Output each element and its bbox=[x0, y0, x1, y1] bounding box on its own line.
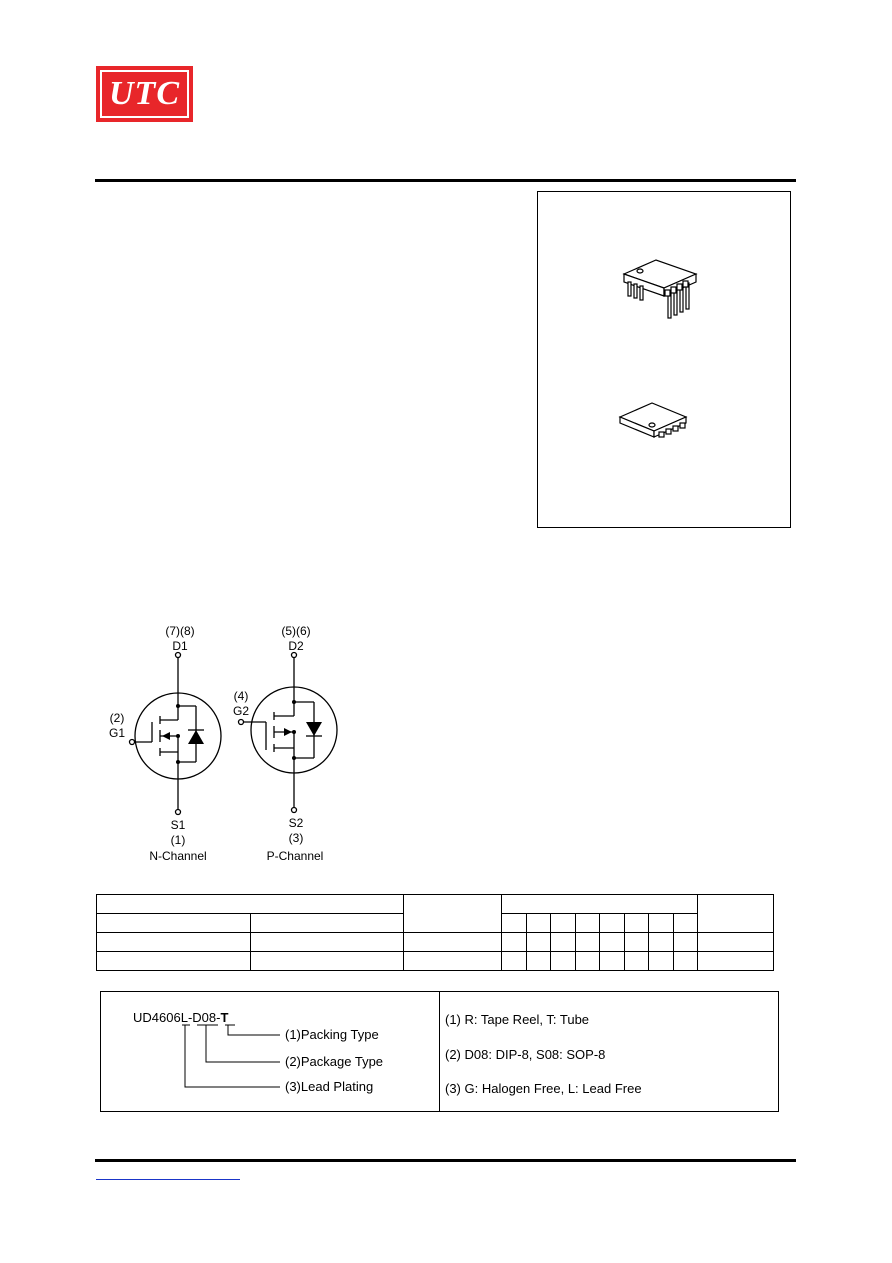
table-cell bbox=[526, 913, 551, 933]
p-gate-pin: (4) bbox=[233, 689, 249, 703]
dip8-package-icon bbox=[622, 259, 698, 319]
n-drain-pins: (7)(8) bbox=[165, 624, 195, 638]
p-gate-label: G2 bbox=[232, 704, 249, 718]
n-gate-label: G1 bbox=[108, 726, 125, 740]
table-cell bbox=[250, 951, 404, 971]
table-cell bbox=[624, 932, 649, 952]
part-dash-1: - bbox=[187, 1010, 193, 1025]
table-cell bbox=[599, 932, 625, 952]
table-cell bbox=[575, 913, 600, 933]
table-cell bbox=[250, 913, 404, 933]
part-dash-2: - bbox=[216, 1010, 221, 1025]
table-cell bbox=[648, 913, 674, 933]
footer-website-link[interactable] bbox=[96, 1169, 240, 1180]
n-channel-caption: N-Channel bbox=[149, 849, 207, 863]
part-prefix: UD4606 bbox=[133, 1010, 181, 1025]
table-cell bbox=[526, 951, 551, 971]
part-package-code: D08 bbox=[192, 1010, 217, 1025]
part-number-callout-lines bbox=[182, 1024, 280, 1088]
table-cell bbox=[673, 951, 698, 971]
footer-rule bbox=[95, 1159, 796, 1162]
part-number-divider bbox=[439, 991, 440, 1112]
part-plating-code: L bbox=[180, 1010, 188, 1025]
logo-text: UTC bbox=[109, 75, 180, 112]
n-drain-label: D1 bbox=[172, 639, 188, 653]
table-cell bbox=[648, 951, 674, 971]
table-cell bbox=[575, 951, 600, 971]
table-cell bbox=[96, 951, 251, 971]
package-box bbox=[537, 191, 791, 528]
table-cell bbox=[403, 932, 502, 952]
ordering-info-table bbox=[96, 894, 774, 971]
n-source-label: S1 bbox=[170, 818, 186, 832]
note-lead-plating: (3) G: Halogen Free, L: Lead Free bbox=[445, 1081, 642, 1096]
table-cell bbox=[550, 913, 576, 933]
table-cell bbox=[96, 913, 251, 933]
table-row bbox=[96, 932, 774, 952]
table-cell bbox=[673, 932, 698, 952]
table-cell bbox=[501, 932, 527, 952]
n-source-pin: (1) bbox=[170, 833, 186, 847]
table-cell bbox=[550, 932, 576, 952]
table-cell bbox=[250, 932, 404, 952]
utc-logo: UTC bbox=[96, 66, 193, 122]
table-cell bbox=[501, 913, 527, 933]
table-cell bbox=[501, 951, 527, 971]
sop8-package-icon bbox=[618, 402, 688, 438]
table-cell bbox=[697, 951, 774, 971]
table-header-row bbox=[96, 894, 774, 933]
table-cell bbox=[673, 913, 698, 933]
table-cell bbox=[403, 894, 502, 933]
table-row bbox=[96, 951, 774, 971]
p-source-pin: (3) bbox=[288, 831, 304, 845]
table-cell bbox=[599, 913, 625, 933]
legend-text: Lead Plating bbox=[300, 1079, 374, 1094]
table-cell bbox=[96, 932, 251, 952]
table-cell bbox=[550, 951, 576, 971]
table-cell bbox=[697, 932, 774, 952]
legend-num: (2) bbox=[285, 1054, 301, 1069]
table-cell bbox=[624, 951, 649, 971]
table-cell bbox=[501, 894, 698, 914]
p-source-label: S2 bbox=[288, 816, 304, 830]
table-cell bbox=[697, 894, 774, 933]
p-drain-pins: (5)(6) bbox=[281, 624, 311, 638]
legend-num: (3) bbox=[285, 1079, 301, 1094]
table-cell bbox=[599, 951, 625, 971]
legend-text: Packing Type bbox=[300, 1027, 379, 1042]
table-cell bbox=[648, 932, 674, 952]
note-packing-type: (1) R: Tape Reel, T: Tube bbox=[445, 1012, 590, 1027]
table-cell bbox=[526, 932, 551, 952]
n-gate-pin: (2) bbox=[109, 711, 125, 725]
note-package-type: (2) D08: DIP-8, S08: SOP-8 bbox=[445, 1047, 606, 1062]
legend-item-plating: (3)Lead Plating bbox=[285, 1079, 373, 1094]
part-number: UD4606L-D08-T bbox=[133, 1010, 228, 1025]
table-cell bbox=[96, 894, 404, 914]
legend-text: Package Type bbox=[300, 1054, 384, 1069]
table-subheader-row bbox=[96, 913, 774, 933]
legend-num: (1) bbox=[285, 1027, 301, 1042]
table-cell bbox=[575, 932, 600, 952]
n-channel-mosfet-symbol bbox=[128, 651, 222, 816]
part-packing-code: T bbox=[220, 1010, 229, 1025]
p-channel-mosfet-symbol bbox=[237, 651, 338, 814]
legend-item-package: (2)Package Type bbox=[285, 1054, 383, 1069]
p-drain-label: D2 bbox=[288, 639, 304, 653]
header-rule bbox=[95, 179, 796, 182]
table-cell bbox=[403, 951, 502, 971]
legend-item-packing: (1)Packing Type bbox=[285, 1027, 379, 1042]
p-channel-caption: P-Channel bbox=[266, 849, 324, 863]
table-cell bbox=[624, 913, 649, 933]
